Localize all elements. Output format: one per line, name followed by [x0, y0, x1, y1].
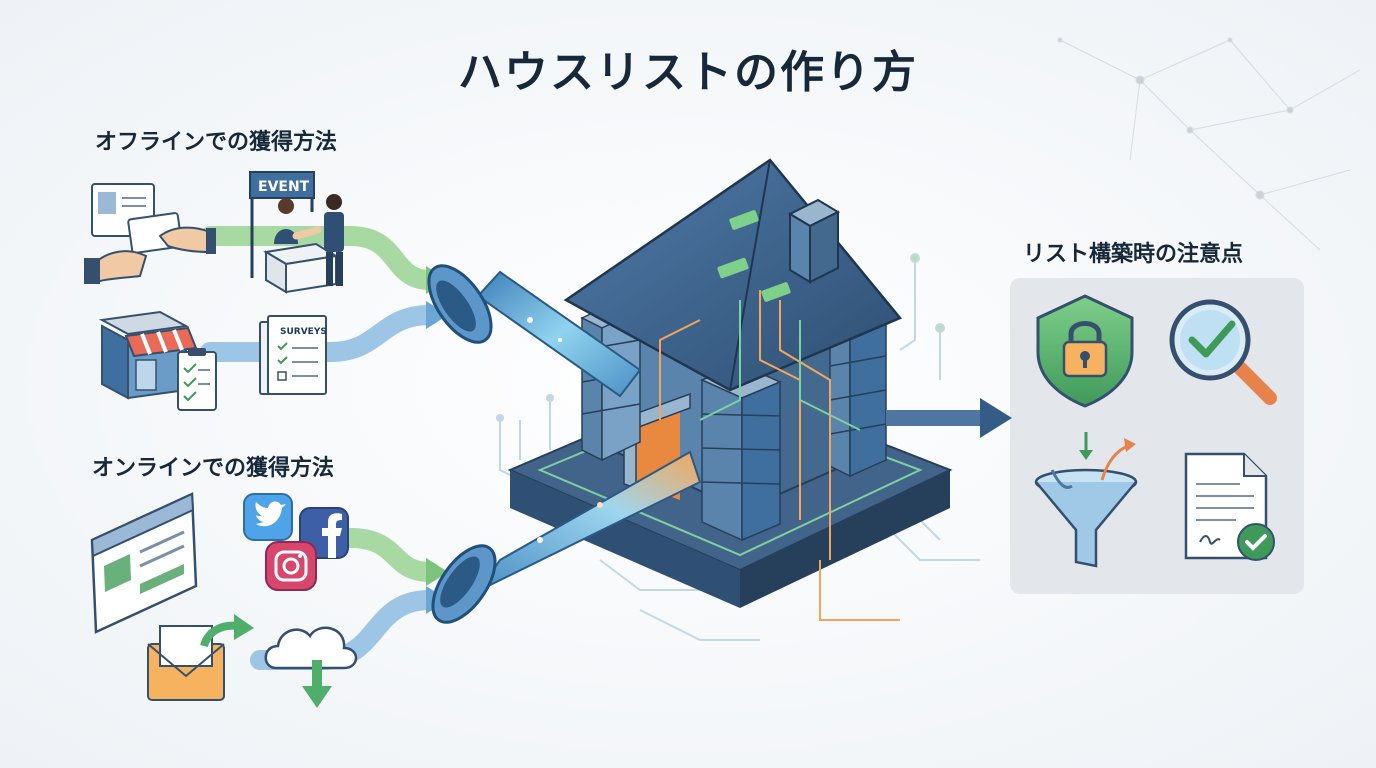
offline-section-heading: オフラインでの獲得方法	[95, 130, 338, 155]
lower-intake-tube	[431, 450, 702, 624]
caution-section-heading: リスト構築時の注意点	[1023, 242, 1244, 267]
network-decoration	[1057, 37, 1361, 251]
business-card-icon	[84, 183, 216, 284]
twitter-icon	[243, 493, 293, 541]
event-label: EVENT	[258, 179, 310, 195]
security-shield-icon	[1036, 294, 1134, 408]
house-roof	[563, 158, 903, 392]
data-lines	[659, 290, 900, 621]
page-title: ハウスリストの作り方	[458, 47, 918, 98]
surveys-label: SURVEYS	[280, 327, 327, 337]
flow-paths	[200, 226, 440, 670]
website-icon	[90, 492, 198, 634]
online-section-heading: オンラインでの獲得方法	[92, 456, 335, 481]
survey-forms-icon: SURVEYS	[259, 315, 327, 395]
verification-magnifier-icon	[1169, 299, 1277, 405]
cloud-download-icon	[264, 626, 358, 708]
output-arrow	[886, 398, 1012, 438]
signed-document-icon	[1184, 452, 1275, 561]
storefront-icon	[98, 310, 217, 411]
event-booth-icon: EVENT	[249, 171, 344, 294]
upper-intake-tube	[427, 264, 642, 398]
email-icon	[147, 614, 254, 701]
instagram-icon	[265, 541, 317, 591]
filter-funnel-icon	[1034, 432, 1138, 568]
